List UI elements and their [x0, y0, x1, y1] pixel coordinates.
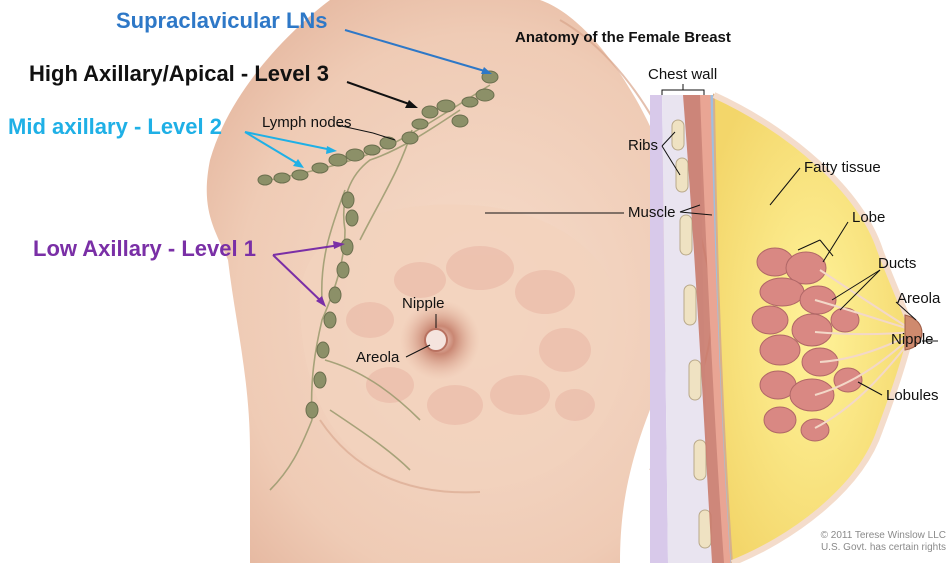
lobules-label: Lobules — [886, 388, 939, 403]
ribs-label: Ribs — [628, 138, 658, 153]
front-areola-label: Areola — [356, 350, 399, 365]
chest-wall-label: Chest wall — [648, 67, 717, 82]
muscle-label: Muscle — [628, 205, 676, 220]
cross-nipple-label: Nipple — [891, 332, 934, 347]
level3-label: High Axillary/Apical - Level 3 — [29, 63, 329, 85]
front-nipple-label: Nipple — [402, 296, 445, 311]
level2-label: Mid axillary - Level 2 — [8, 116, 222, 138]
supraclavicular-label: Supraclavicular LNs — [116, 10, 328, 32]
lymph-nodes-label: Lymph nodes — [262, 115, 352, 130]
ducts-label: Ducts — [878, 256, 916, 271]
copyright-line-1: © 2011 Terese Winslow LLC — [821, 530, 946, 542]
diagram-title: Anatomy of the Female Breast — [515, 30, 731, 45]
fatty-tissue-label: Fatty tissue — [804, 160, 881, 175]
level1-label: Low Axillary - Level 1 — [33, 238, 256, 260]
cross-areola-label: Areola — [897, 291, 940, 306]
cross-section-illustration — [650, 95, 922, 563]
copyright-notice: © 2011 Terese Winslow LLC U.S. Govt. has… — [821, 530, 946, 554]
copyright-line-2: U.S. Govt. has certain rights — [821, 542, 946, 554]
lobe-label: Lobe — [852, 210, 885, 225]
